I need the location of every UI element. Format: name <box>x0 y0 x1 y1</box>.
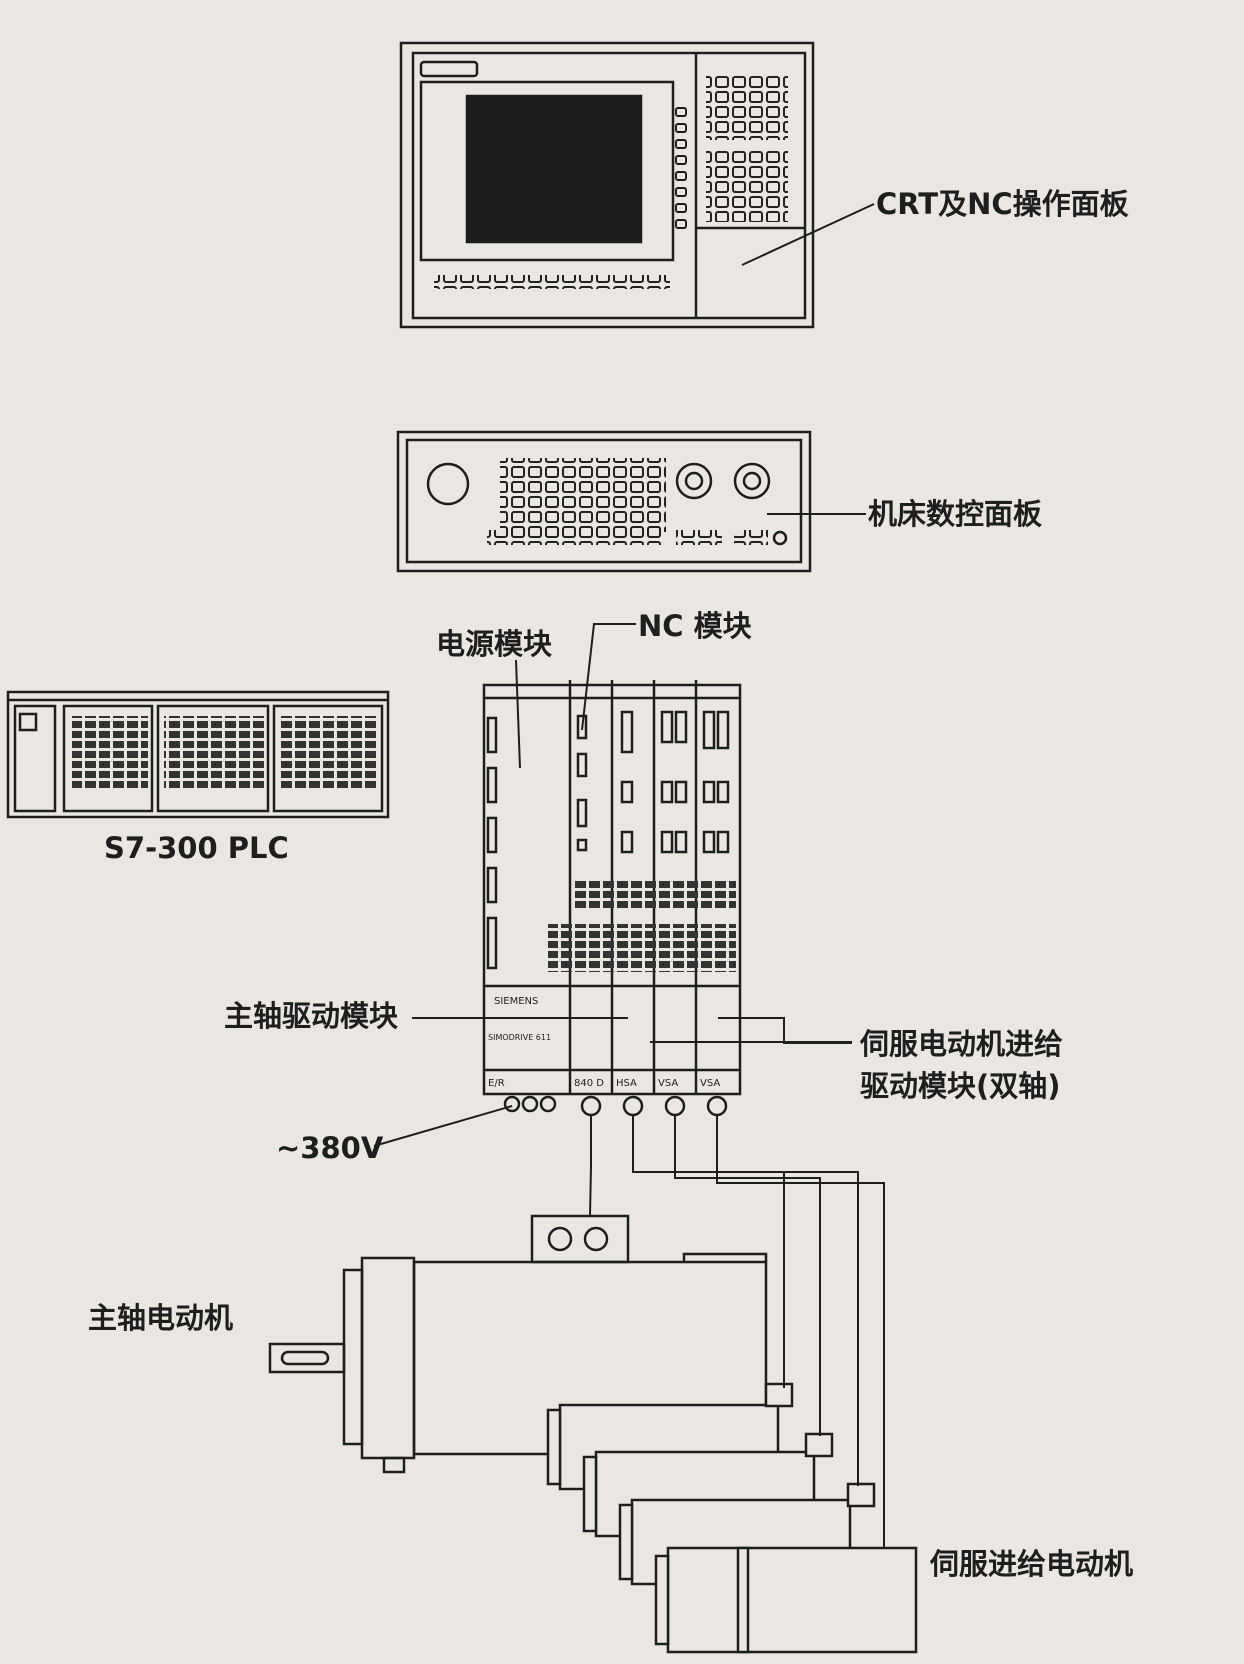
cables <box>589 1115 885 1548</box>
module-series: SIMODRIVE 611 <box>488 1033 551 1042</box>
label-servo-drive-line1: 伺服电动机进给 <box>860 1027 1064 1061</box>
servo-motors <box>546 1382 918 1654</box>
slot-label: VSA <box>700 1078 720 1089</box>
slot-label: E/R <box>488 1078 505 1089</box>
label-plc: S7-300 PLC <box>104 831 289 865</box>
label-voltage: ~380V <box>276 1131 384 1165</box>
slot-label: HSA <box>616 1078 637 1089</box>
label-crt-nc-panel: CRT及NC操作面板 <box>876 187 1129 221</box>
spindle-motor <box>268 1214 768 1474</box>
crt-nc-panel <box>399 41 815 329</box>
label-servo-motor: 伺服进给电动机 <box>930 1547 1134 1581</box>
label-machine-control-panel: 机床数控面板 <box>868 497 1043 531</box>
module-brand: SIEMENS <box>494 996 538 1007</box>
drive-rack <box>482 680 742 1117</box>
label-servo-drive-line2: 驱动模块(双轴) <box>860 1069 1061 1103</box>
plc-rack <box>6 690 390 819</box>
slot-label: 840 D <box>574 1078 604 1089</box>
leader-lines <box>373 203 875 1147</box>
label-nc-module: NC 模块 <box>638 609 752 643</box>
label-spindle-drive: 主轴驱动模块 <box>224 999 399 1033</box>
label-spindle-motor: 主轴电动机 <box>88 1301 234 1335</box>
label-power-module: 电源模块 <box>436 627 553 661</box>
machine-control-panel <box>396 430 812 573</box>
slot-label: VSA <box>658 1078 678 1089</box>
